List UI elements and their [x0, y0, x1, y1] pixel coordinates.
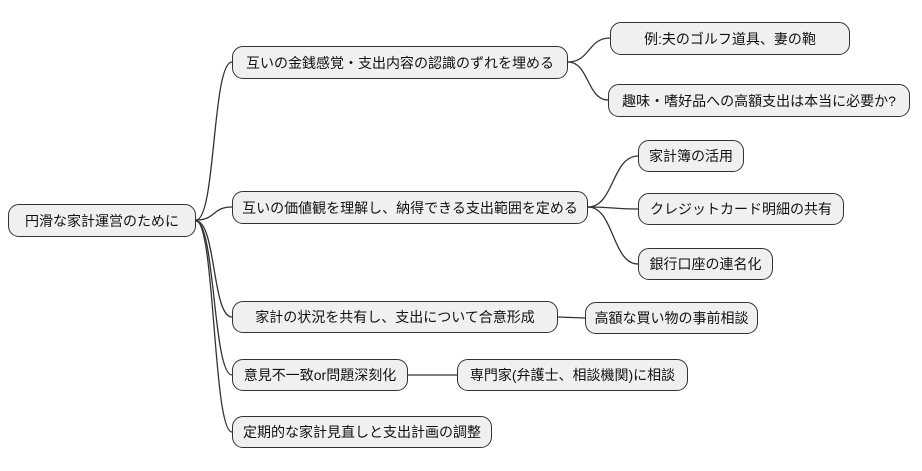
branch-node-label: 意見不一致or問題深刻化 [243, 367, 397, 383]
edge-root-branch1 [195, 61, 233, 221]
root-node-label: 円滑な家計運営のために [25, 212, 179, 229]
mindmap-branch-node-4[interactable]: 意見不一致or問題深刻化 [232, 359, 408, 391]
edge-root-branch2 [195, 206, 233, 221]
mindmap-branch-node-2[interactable]: 互いの価値観を理解し、納得できる支出範囲を定める [232, 191, 588, 224]
mindmap-leaf-node-3-1[interactable]: 高額な買い物の事前相談 [585, 302, 758, 334]
leaf-node-label: 趣味・嗜好品への高額支出は本当に必要か? [622, 92, 896, 109]
mindmap-leaf-node-2-1[interactable]: 家計簿の活用 [638, 140, 744, 172]
branch-node-label: 定期的な家計見直しと支出計画の調整 [243, 424, 481, 440]
edge-branch2-child3 [587, 206, 639, 265]
leaf-node-label: 専門家(弁護士、相談機関)に相談 [469, 367, 676, 383]
mindmap-branch-node-1[interactable]: 互いの金銭感覚・支出内容の認識のずれを埋める [232, 46, 568, 79]
mindmap-leaf-node-1-2[interactable]: 趣味・嗜好品への高額支出は本当に必要か? [608, 84, 910, 117]
mindmap-branch-node-5[interactable]: 定期的な家計見直しと支出計画の調整 [232, 416, 492, 448]
leaf-node-label: 銀行口座の連名化 [649, 256, 762, 272]
edge-root-branch4 [195, 220, 233, 376]
edge-branch2-child1 [587, 155, 639, 208]
mindmap-leaf-node-1-1[interactable]: 例:夫のゴルフ道具、妻の鞄 [610, 22, 850, 55]
mindmap-leaf-node-2-2[interactable]: クレジットカード明細の共有 [638, 193, 844, 225]
mindmap-branch-node-3[interactable]: 家計の状況を共有し、支出について合意形成 [232, 301, 558, 333]
mindmap-leaf-node-4-1[interactable]: 専門家(弁護士、相談機関)に相談 [457, 359, 688, 391]
leaf-node-label: クレジットカード明細の共有 [650, 201, 832, 217]
edge-branch1-child2 [567, 61, 609, 101]
edge-branch1-child1 [567, 37, 611, 63]
edge-branch3-child1 [557, 316, 586, 319]
branch-node-label: 互いの価値観を理解し、納得できる支出範囲を定める [242, 199, 578, 216]
mindmap-leaf-node-2-3[interactable]: 銀行口座の連名化 [638, 248, 773, 280]
edge-branch2-child2 [587, 206, 639, 210]
edge-root-branch5 [195, 220, 233, 433]
branch-node-label: 家計の状況を共有し、支出について合意形成 [255, 309, 535, 325]
leaf-node-label: 高額な買い物の事前相談 [594, 310, 749, 326]
mindmap-root-node[interactable]: 円滑な家計運営のために [8, 204, 196, 237]
leaf-node-label: 家計簿の活用 [649, 148, 733, 164]
branch-node-label: 互いの金銭感覚・支出内容の認識のずれを埋める [246, 54, 554, 71]
leaf-node-label: 例:夫のゴルフ道具、妻の鞄 [644, 30, 816, 47]
edge-root-branch3 [195, 220, 233, 318]
